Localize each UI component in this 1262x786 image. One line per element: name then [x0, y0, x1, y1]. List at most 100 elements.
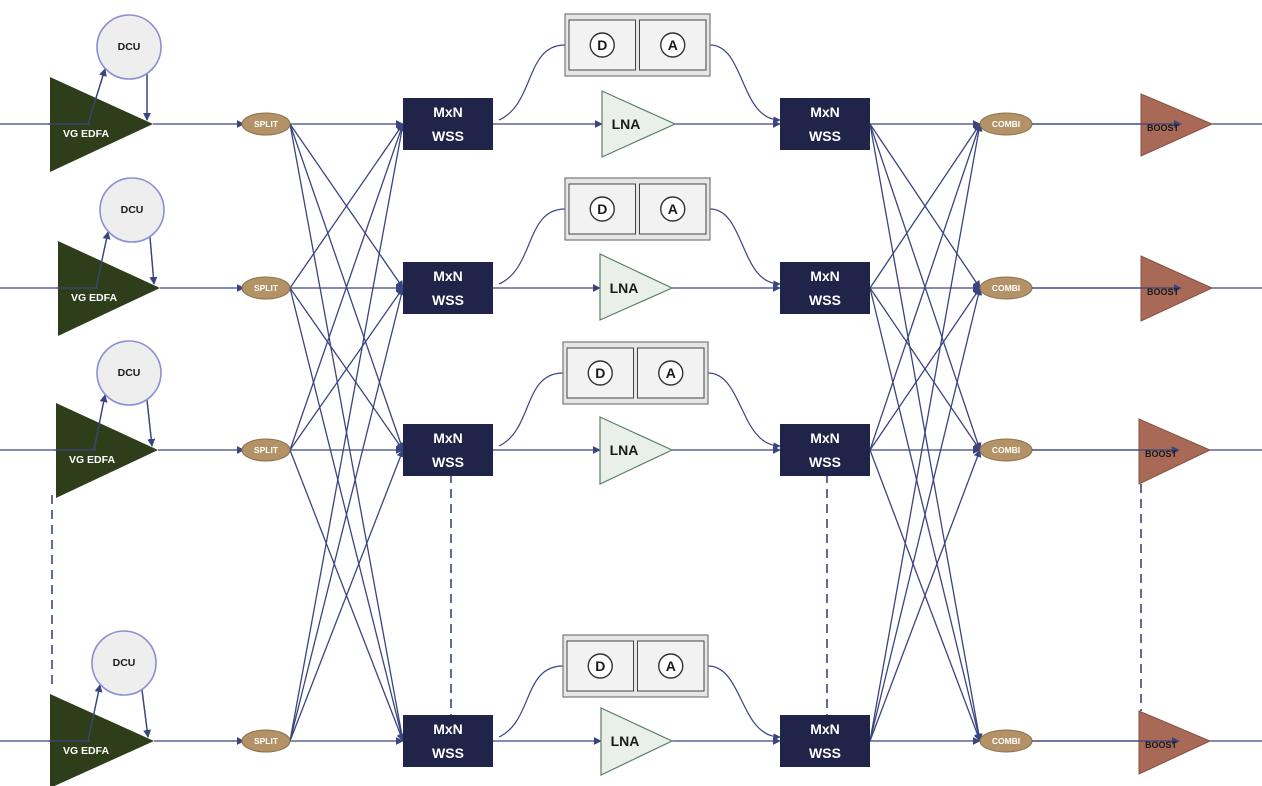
- lna-label: LNA: [610, 442, 639, 458]
- dcu-label: DCU: [118, 41, 141, 53]
- input-wss-block: [403, 98, 493, 150]
- input-wss-block: [403, 715, 493, 767]
- vg-edfa-amplifier: [50, 77, 153, 172]
- dcu-node: [91, 630, 157, 696]
- dcu-label: DCU: [121, 204, 144, 216]
- lna-amplifier: [601, 90, 677, 158]
- wss-label-wss: WSS: [809, 128, 841, 144]
- combi-label: COMBI: [992, 445, 1020, 455]
- input-wss-block: [403, 262, 493, 314]
- dcu-to-edfa-line: [141, 689, 151, 738]
- wss-label-mxn: MxN: [433, 430, 463, 446]
- lna-label: LNA: [612, 116, 641, 132]
- detector-label: D: [597, 201, 607, 217]
- split-mesh-line: [289, 123, 405, 451]
- combi-mesh-line: [869, 287, 981, 451]
- output-wss-block: [780, 424, 870, 476]
- dcu-label: DCU: [113, 657, 136, 669]
- lna-amplifier: [599, 253, 674, 321]
- amplifier-circle: [658, 360, 684, 386]
- detector-label: D: [595, 365, 605, 381]
- split-mesh-line: [289, 123, 406, 742]
- lna-label: LNA: [611, 733, 640, 749]
- wss-label-mxn: MxN: [810, 430, 840, 446]
- wss-label-mxn: MxN: [433, 104, 463, 120]
- wss-label-mxn: MxN: [433, 721, 463, 737]
- wss-label-wss: WSS: [809, 454, 841, 470]
- split-node: [241, 438, 291, 462]
- split-label: SPLIT: [254, 119, 279, 129]
- vg-edfa-amplifier: [56, 403, 158, 498]
- vg-edfa-label: VG EDFA: [63, 745, 110, 757]
- continuation-dashes: [51, 474, 1142, 716]
- lna-amplifier: [599, 416, 674, 485]
- wss-label-mxn: MxN: [433, 268, 463, 284]
- boost-label: BOOST: [1145, 449, 1178, 459]
- amplifier-label: A: [666, 658, 676, 674]
- bypass-in-path: [707, 665, 781, 741]
- amplifier-circle: [658, 653, 684, 679]
- output-wss-block: [780, 98, 870, 150]
- combi-mesh-line: [869, 287, 983, 742]
- wss-label-mxn: MxN: [810, 721, 840, 737]
- bypass-out-path: [498, 372, 564, 447]
- output-wss-block: [780, 262, 870, 314]
- wss-label-wss: WSS: [432, 454, 464, 470]
- split-mesh-line: [289, 287, 406, 742]
- combi-mesh-line: [869, 449, 982, 742]
- wss-label-wss: WSS: [432, 292, 464, 308]
- vg-edfa-label: VG EDFA: [71, 292, 118, 304]
- wss-label-wss: WSS: [432, 745, 464, 761]
- wss-label-mxn: MxN: [810, 268, 840, 284]
- split-mesh-line: [289, 123, 404, 289]
- vg-edfa-label: VG EDFA: [63, 128, 110, 140]
- amplifier-label: A: [668, 201, 678, 217]
- edfa-to-dcu-line: [87, 684, 103, 742]
- output-wss-block: [780, 715, 870, 767]
- bypass-in-path: [709, 208, 781, 288]
- lna-label: LNA: [610, 280, 639, 296]
- edfa-to-dcu-line: [95, 231, 111, 289]
- split-node: [241, 276, 291, 300]
- detector-circle: [587, 360, 613, 386]
- split-label: SPLIT: [254, 736, 279, 746]
- vg-edfa-amplifier: [50, 694, 154, 786]
- detector-label: D: [595, 658, 605, 674]
- input-wss-block: [403, 424, 493, 476]
- dcu-to-edfa-line: [146, 399, 156, 447]
- lna-amplifier: [600, 707, 674, 776]
- split-label: SPLIT: [254, 445, 279, 455]
- split-mesh-line: [289, 449, 405, 742]
- amplifier-circle: [660, 32, 686, 58]
- amplifier-label: A: [668, 37, 678, 53]
- split-node: [241, 729, 291, 753]
- amplifier-circle: [660, 196, 686, 222]
- split-label: SPLIT: [254, 283, 279, 293]
- detector-circle: [589, 196, 615, 222]
- combi-mesh-line: [869, 123, 981, 289]
- bypass-in-path: [709, 44, 781, 124]
- edfa-to-dcu-line: [87, 68, 107, 125]
- diagram-nodes: VG EDFA DCU SPLIT MxN WSS MxN WSS LNA D A COMBI BOO…: [48, 13, 1214, 786]
- bypass-in-path: [707, 372, 781, 450]
- split-node: [241, 112, 291, 136]
- dcu-to-edfa-line: [149, 236, 158, 285]
- split-mesh-line: [289, 287, 404, 451]
- wss-label-wss: WSS: [432, 128, 464, 144]
- boost-label: BOOST: [1147, 123, 1180, 133]
- dcu-node: [96, 14, 162, 80]
- dcu-label: DCU: [118, 367, 141, 379]
- amplifier-label: A: [666, 365, 676, 381]
- dcu-node: [96, 340, 162, 406]
- boost-label: BOOST: [1145, 740, 1178, 750]
- detector-circle: [587, 653, 613, 679]
- connection-lines: [0, 44, 1262, 745]
- combi-label: COMBI: [992, 119, 1020, 129]
- edfa-to-dcu-line: [93, 394, 108, 451]
- combi-label: COMBI: [992, 736, 1020, 746]
- detector-label: D: [597, 37, 607, 53]
- vg-edfa-label: VG EDFA: [69, 454, 116, 466]
- combi-mesh-line: [869, 123, 983, 742]
- combi-mesh-line: [869, 123, 982, 451]
